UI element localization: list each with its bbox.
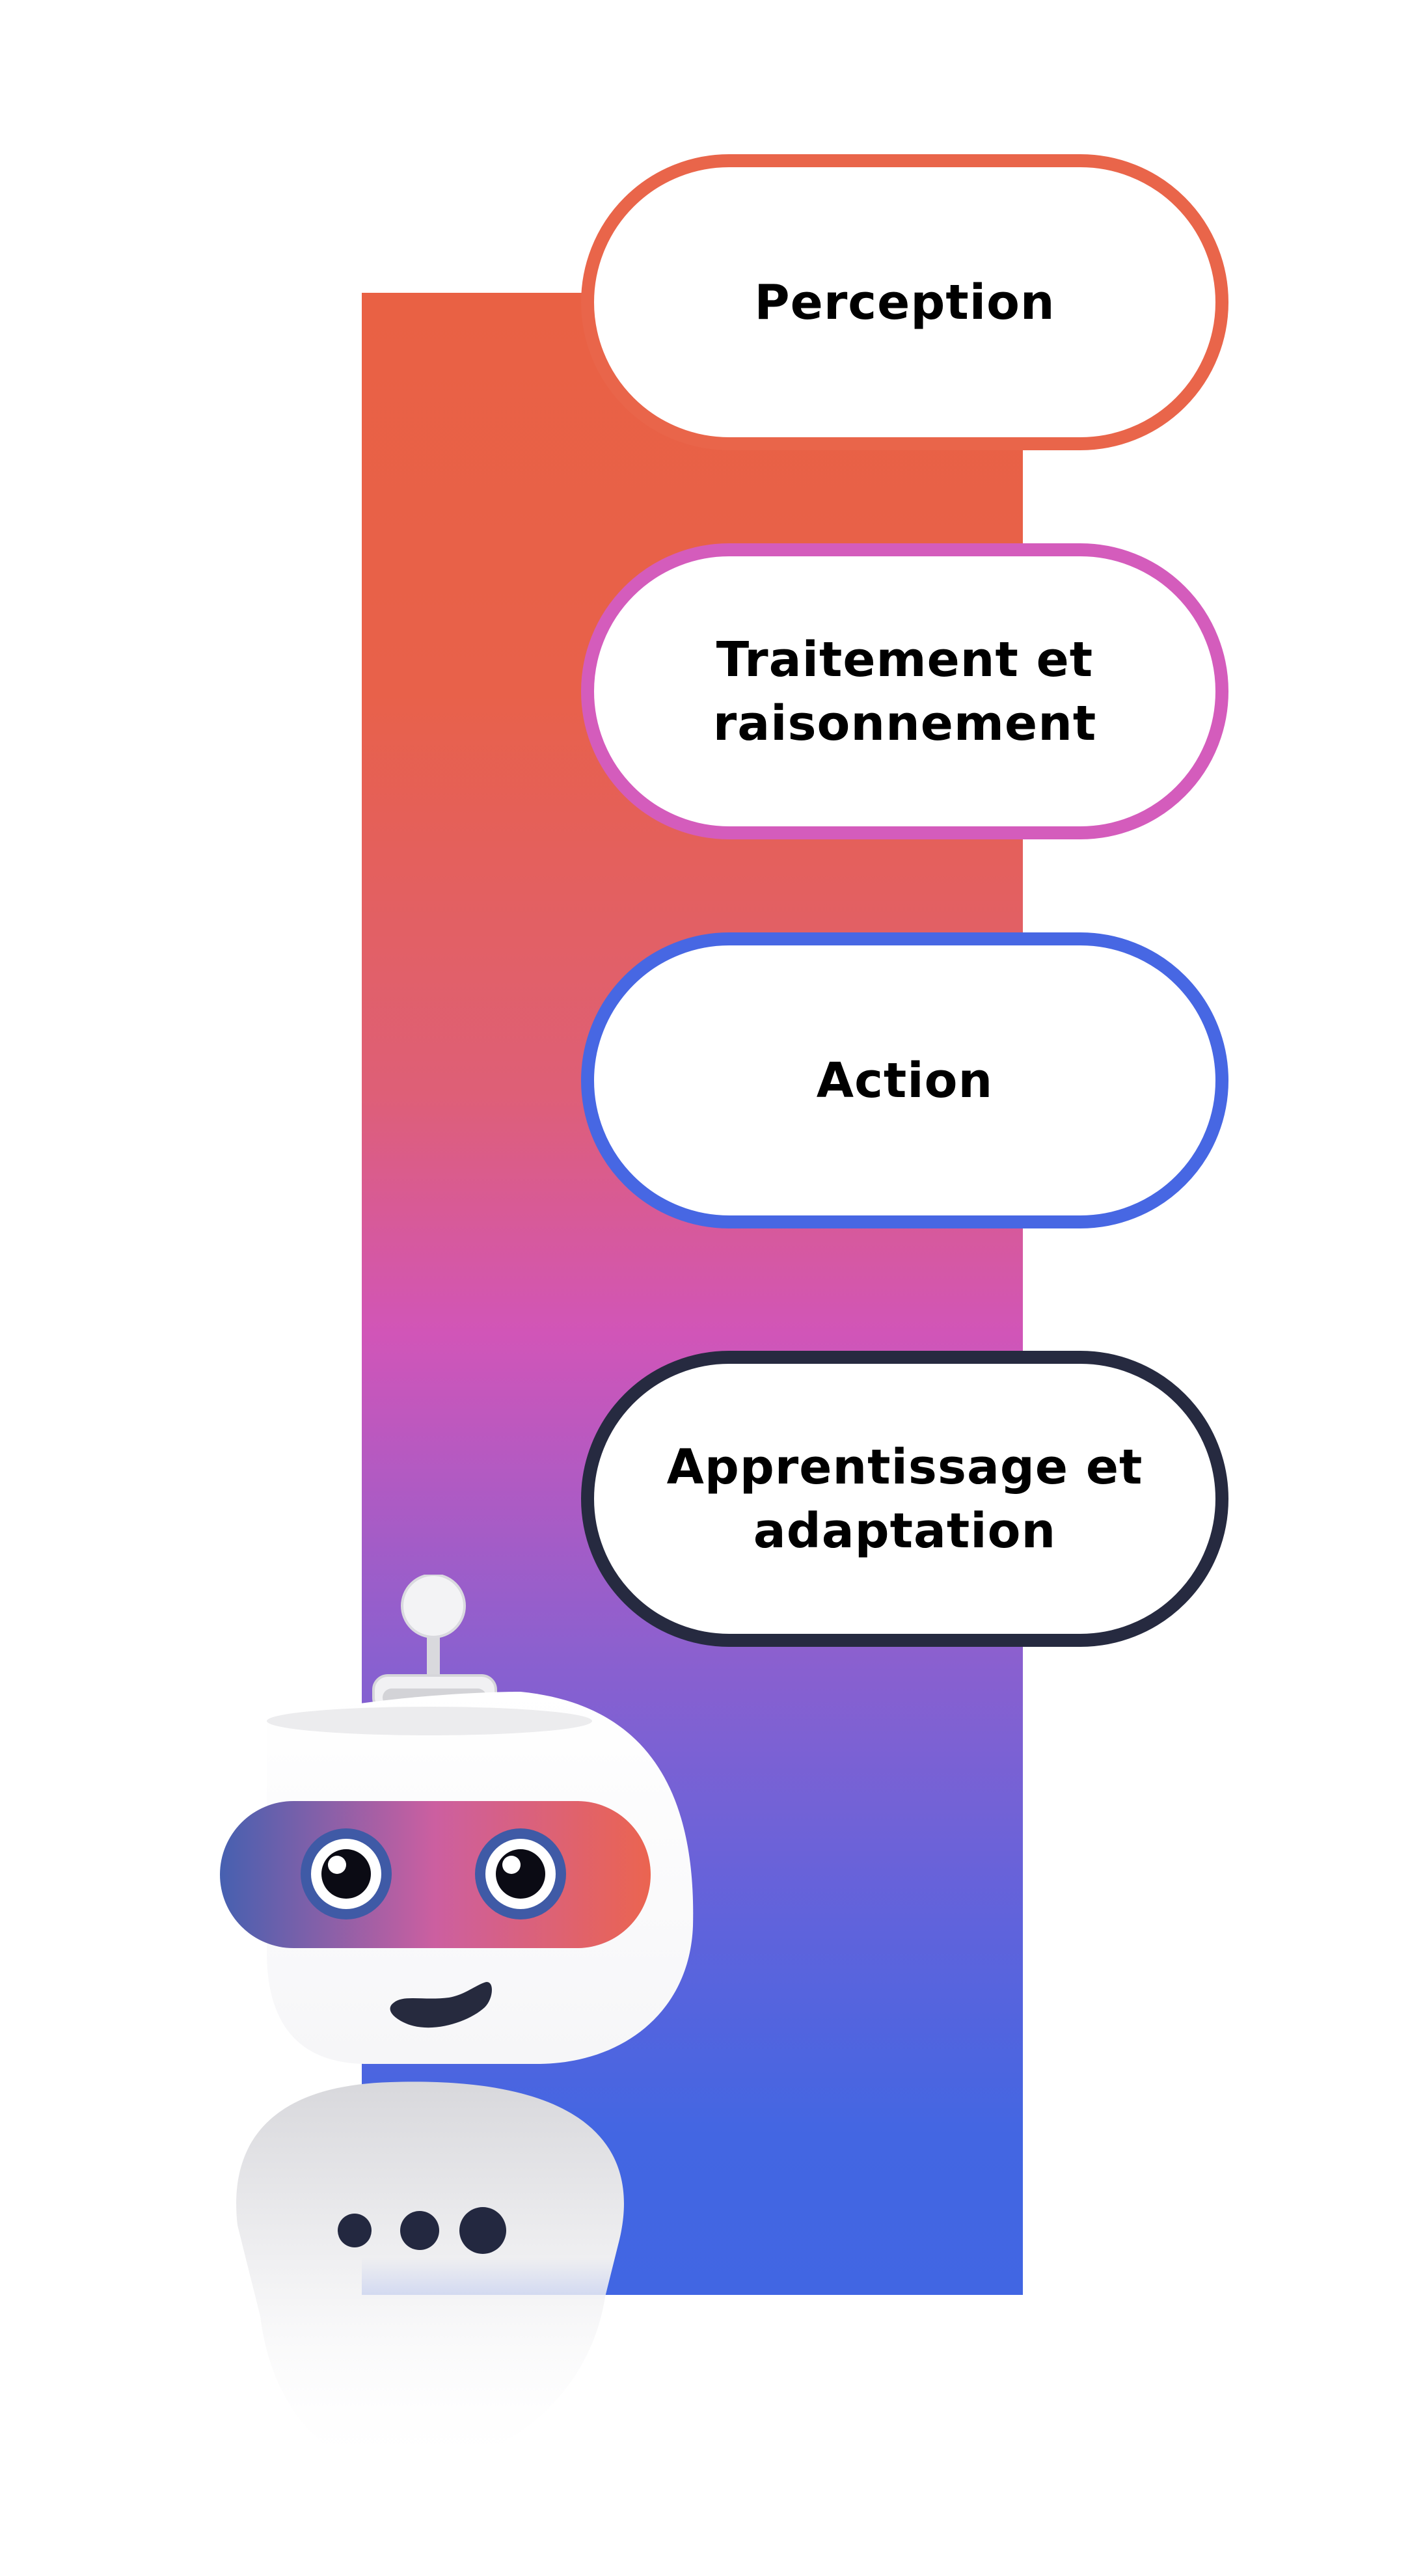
step-processing-reasoning-label: Traitement et raisonnement — [712, 631, 1097, 752]
step-perception-label: Perception — [754, 274, 1055, 331]
step-action-label: Action — [816, 1052, 994, 1109]
typing-dots-icon — [338, 2207, 506, 2254]
robot-right-eye — [475, 1828, 566, 1919]
step-action: Action — [581, 932, 1228, 1228]
step-processing-reasoning: Traitement et raisonnement — [581, 543, 1228, 839]
robot-mouth — [390, 1982, 492, 2028]
robot-visor — [220, 1801, 651, 1948]
robot-mascot-icon — [220, 1575, 694, 2473]
step-perception: Perception — [581, 154, 1228, 450]
robot-body — [236, 2081, 624, 2473]
robot-antenna — [372, 1575, 497, 1713]
step-learning-adaptation-label: Apprentissage et adaptation — [666, 1439, 1143, 1559]
robot-left-eye — [301, 1828, 392, 1919]
